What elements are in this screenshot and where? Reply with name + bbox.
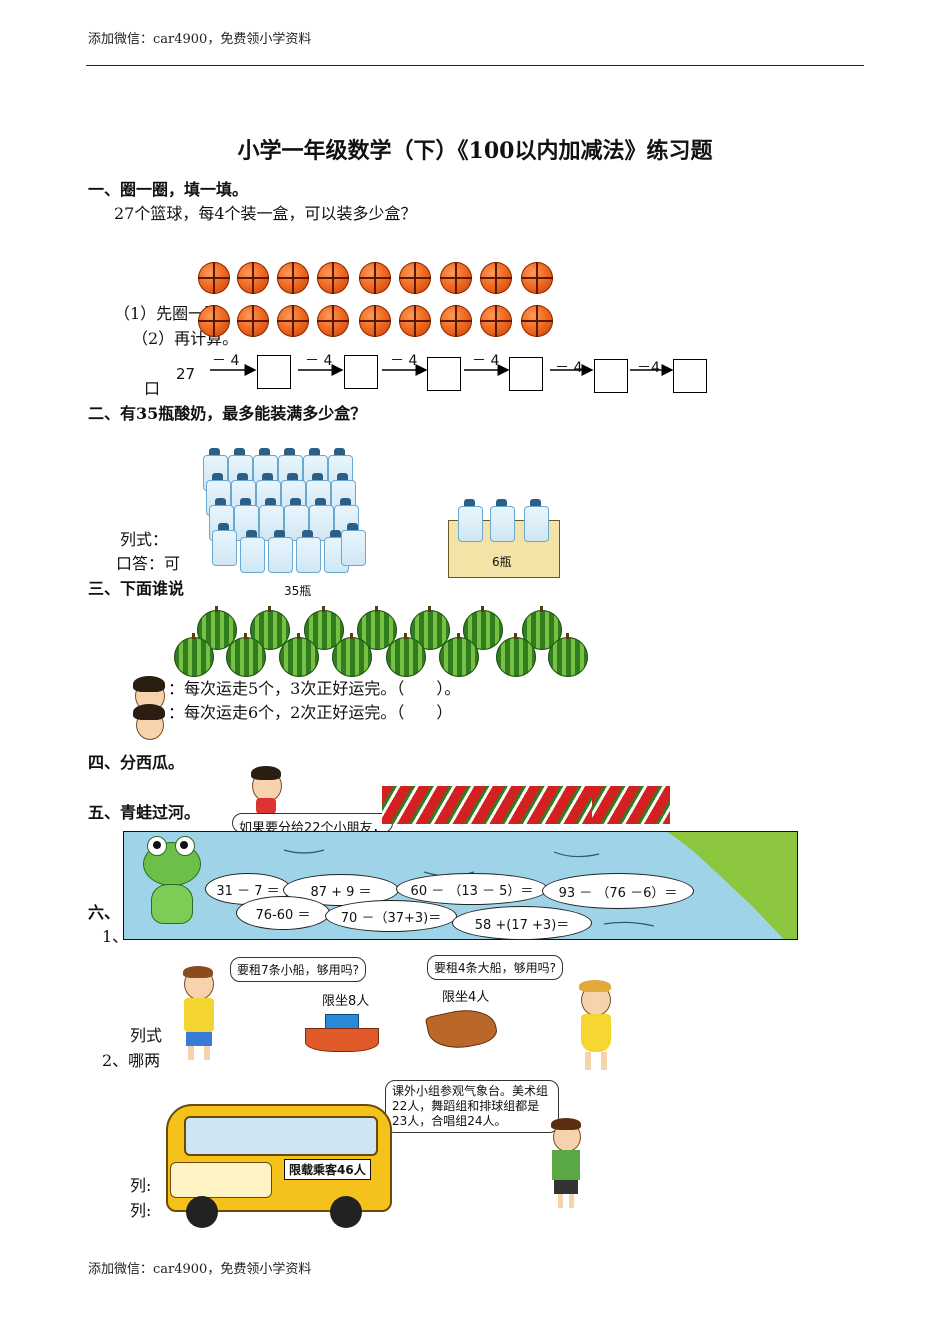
stepping-stone[interactable]: 70 －（37+3)＝ (325, 900, 457, 932)
girl-speech-bubble: 要租4条大船，够用吗? (427, 955, 564, 980)
bottle (240, 530, 265, 573)
question1-prefix: 1、 (102, 927, 129, 946)
formula-label: 列式： (120, 530, 169, 549)
answer-box[interactable] (257, 355, 291, 389)
basketball (399, 305, 431, 337)
melon-slices (382, 786, 632, 824)
op-label: － 4 (555, 360, 583, 376)
chain-start: 27 (176, 365, 196, 383)
bottle (309, 498, 334, 541)
watermelon (386, 633, 426, 677)
small-boat-icon (305, 1010, 379, 1054)
basketball (440, 305, 472, 337)
basketball (237, 305, 269, 337)
statement-1: ：每次运走5个，3次正好运完。（ ）。 (168, 679, 461, 698)
basketball (521, 262, 553, 294)
basketball (521, 305, 553, 337)
melon-slices (592, 786, 670, 824)
op-label: －4 (637, 360, 660, 376)
bottles-label: 35瓶 (284, 584, 312, 598)
basketball (317, 305, 349, 337)
bottle (490, 499, 515, 542)
boy-figure (178, 966, 220, 1062)
stepping-stone[interactable]: 60 － （13 － 5）＝ (396, 873, 548, 905)
basketball (198, 262, 230, 294)
footer-text: 添加微信：car4900，免费领小学资料 (88, 1262, 312, 1277)
stepping-stone[interactable]: 93 － （76 －6）＝ (542, 873, 694, 909)
basketball (480, 262, 512, 294)
stepping-stone[interactable]: 76-60 ＝ (236, 896, 330, 930)
answer-prefix: 口 (144, 379, 161, 398)
boy-speech-bubble: 要租7条小船，够用吗? (230, 957, 367, 982)
section2-heading: 二、有35瓶酸奶，最多能装满多少盒？ (88, 404, 367, 423)
stepping-stone[interactable]: 58 +(17 +3)＝ (452, 906, 592, 940)
answer-box[interactable] (673, 359, 707, 393)
subtraction-chain (210, 364, 674, 376)
bus-icon (160, 1100, 392, 1228)
bottle (268, 530, 293, 573)
answer-box[interactable] (427, 357, 461, 391)
section3-heading: 三、下面谁说 (88, 579, 185, 598)
formula-label: 列式 (130, 1026, 163, 1045)
formula-label: 列: (130, 1201, 152, 1220)
boy-figure (248, 766, 284, 816)
small-boat-label: 限坐8人 (322, 994, 370, 1009)
watermelon (174, 633, 214, 677)
bottle (341, 523, 366, 566)
section1-question: 27个篮球，每4个装一盒，可以装多少盒？ (114, 204, 417, 223)
watermelon (332, 633, 372, 677)
bottle (458, 499, 483, 542)
basketball (277, 305, 309, 337)
boy-speech-bubble: 如果要分给22个小朋友， (232, 813, 393, 833)
basketball (399, 262, 431, 294)
watermelon (279, 633, 319, 677)
answer-label: 口答：可 (116, 554, 181, 573)
teacher-figure (546, 1118, 586, 1210)
statement-2: ：每次运走6个，2次正好运完。（ ） (168, 703, 453, 722)
answer-box[interactable] (344, 355, 378, 389)
basketball (198, 305, 230, 337)
bottle (212, 523, 237, 566)
teacher-speech-bubble: 课外小组参观气象台。美术组22人，舞蹈组和排球组都是23人，合唱组24人。 (385, 1080, 559, 1133)
bus-sign: 限载乘客46人 (284, 1159, 371, 1180)
watermelon (496, 633, 536, 677)
basketball (440, 262, 472, 294)
answer-box[interactable] (509, 357, 543, 391)
basketball (359, 262, 391, 294)
section5-heading: 五、青蛙过河。 (88, 803, 201, 822)
op-label: － 4 (472, 353, 500, 369)
op-label: － 4 (305, 353, 333, 369)
watermelon (439, 633, 479, 677)
bottle (524, 499, 549, 542)
answer-box[interactable] (594, 359, 628, 393)
section1-heading: 一、圈一圈，填一填。 (88, 180, 249, 199)
basketball (317, 262, 349, 294)
question2-prefix: 2、哪两 (102, 1051, 161, 1070)
header-text: 添加微信：car4900，免费领小学资料 (88, 32, 312, 47)
girl-avatar (131, 704, 167, 744)
basketball (237, 262, 269, 294)
basketball (359, 305, 391, 337)
box-label: 6瓶 (492, 555, 512, 569)
basketball (480, 305, 512, 337)
page-title: 小学一年级数学（下）《100以内加减法》练习题 (237, 138, 713, 164)
formula-label: 列: (130, 1176, 152, 1195)
section6-heading: 六、 (88, 903, 121, 922)
basketball (277, 262, 309, 294)
frog-icon (137, 834, 205, 929)
header-rule (86, 65, 864, 66)
girl-figure (575, 980, 617, 1076)
section4-heading: 四、分西瓜。 (88, 753, 185, 772)
watermelon (226, 633, 266, 677)
op-label: － 4 (390, 353, 418, 369)
big-boat-label: 限坐4人 (442, 990, 490, 1005)
op-label: － 4 (212, 353, 240, 369)
watermelon (548, 633, 588, 677)
big-boat-icon (424, 1003, 500, 1055)
bottle (296, 530, 321, 573)
